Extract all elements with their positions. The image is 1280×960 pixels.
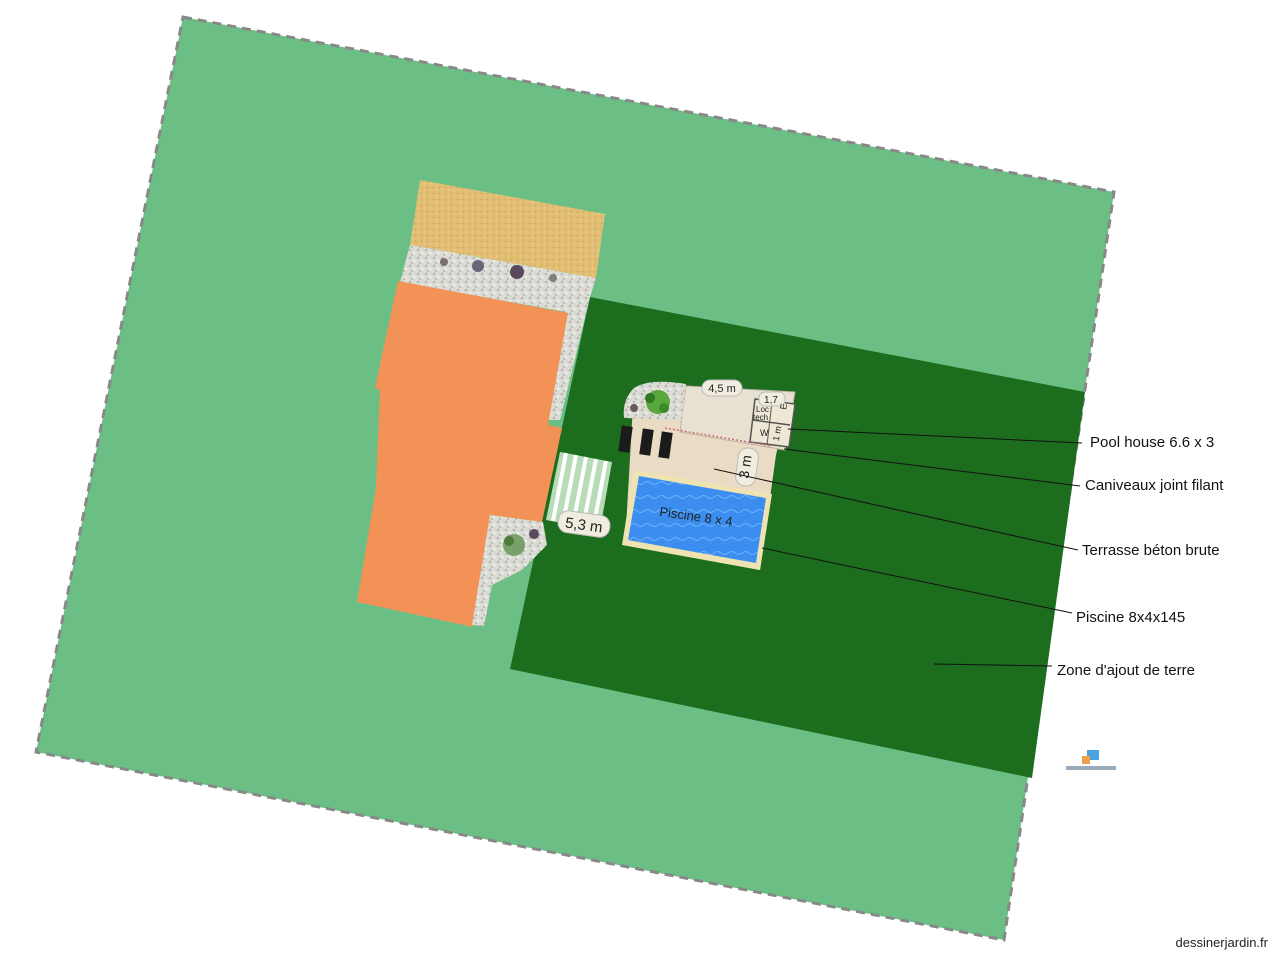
sand-area xyxy=(410,180,605,278)
watermark[interactable]: dessinerjardin.fr xyxy=(1175,935,1269,950)
room-label-tech: tech xyxy=(753,413,768,422)
svg-text:5,3 m: 5,3 m xyxy=(564,514,604,536)
callout-line-gutters xyxy=(783,448,1081,487)
room-label-wc: W xyxy=(760,428,769,438)
dimension-pool-house-small-b: 1 m xyxy=(771,425,783,442)
callout-pool-house: Pool house 6.6 x 3 xyxy=(1090,434,1215,451)
svg-text:E: E xyxy=(778,403,789,411)
callout-line-fill-zone xyxy=(933,663,1053,667)
dimension-pool-house-small-a: 1,7 xyxy=(758,391,786,407)
svg-text:tech: tech xyxy=(753,413,768,422)
border-plants xyxy=(440,258,557,556)
svg-text:1 m: 1 m xyxy=(771,425,783,442)
callout-line-terrace xyxy=(713,468,1079,551)
planter xyxy=(623,381,686,420)
dimension-pool-house-length: 4,5 m xyxy=(701,379,743,397)
svg-text:4,5 m: 4,5 m xyxy=(708,383,736,395)
svg-text:1,7: 1,7 xyxy=(764,395,778,406)
callout-gutters: Caniveaux joint filant xyxy=(1085,477,1224,494)
callout-terrace: Terrasse béton brute xyxy=(1082,542,1220,559)
room-label-local: Loc xyxy=(756,405,769,414)
callout-fill-zone: Zone d'ajout de terre xyxy=(1057,662,1195,679)
callout-line-pool xyxy=(761,547,1073,614)
dimension-terrace-length: 5,3 m xyxy=(557,510,611,538)
sun-loungers xyxy=(618,425,673,459)
dimension-terrace-width: 3 m xyxy=(735,447,759,487)
svg-text:W: W xyxy=(760,428,769,438)
callout-lines xyxy=(713,428,1083,667)
svg-text:3 m: 3 m xyxy=(735,454,754,479)
pool xyxy=(622,470,772,570)
logo-icon xyxy=(1066,750,1116,770)
svg-text:Loc: Loc xyxy=(756,405,769,414)
callout-pool: Piscine 8x4x145 xyxy=(1076,609,1186,626)
room-label-edge: E xyxy=(778,403,789,411)
house xyxy=(357,281,568,627)
gravel-bed xyxy=(472,515,547,626)
gravel-border xyxy=(400,245,596,420)
callout-line-pool-house xyxy=(787,428,1083,444)
